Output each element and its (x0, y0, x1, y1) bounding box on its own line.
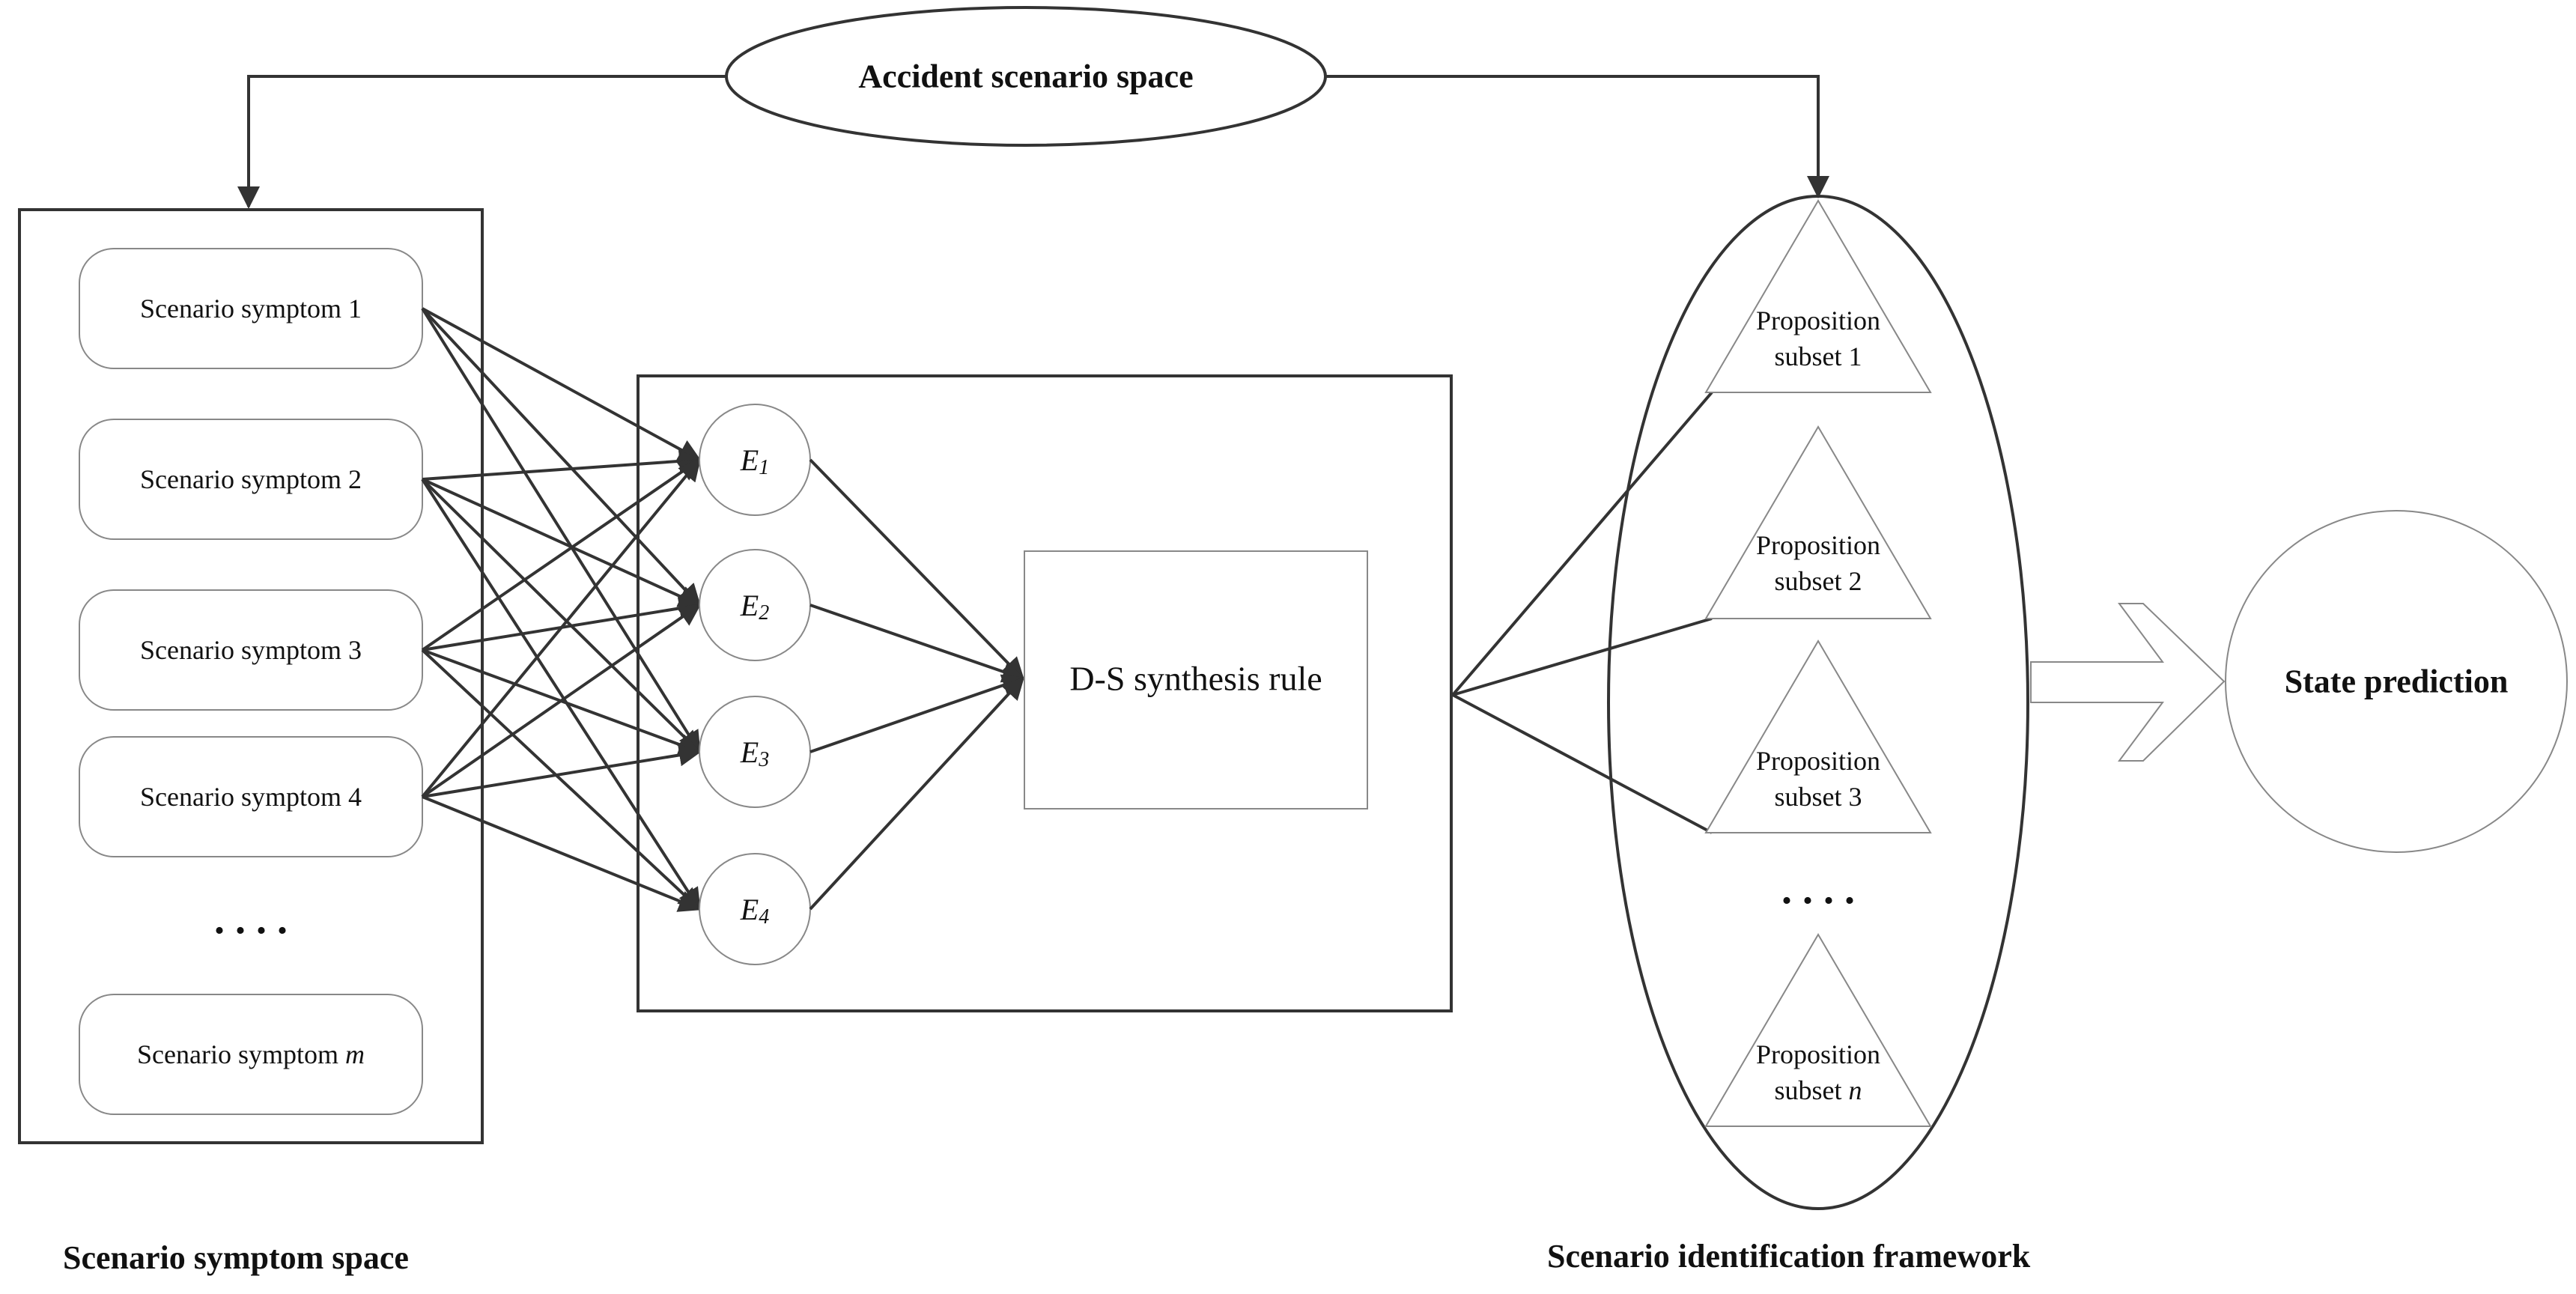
framework-ellipsis: . . . . (1781, 866, 1855, 913)
symptom-4-to-evidence-3-arrow (422, 744, 702, 798)
evidence-label-2: E (740, 589, 759, 622)
symptom-item-4: Scenario symptom 4 (79, 736, 423, 857)
box-to-subset-1-line (1451, 391, 1713, 696)
svg-text:subset 3: subset 3 (1775, 782, 1862, 812)
symptom-space-caption: Scenario symptom space (63, 1239, 409, 1276)
symptom-4-to-evidence-1-arrow (421, 458, 701, 798)
svg-text:E1: E1 (740, 443, 769, 479)
symptom-label-3: Scenario symptom 3 (140, 635, 362, 665)
box-to-subset-3-line (1452, 693, 1713, 834)
evidence-label-1: E (740, 443, 759, 477)
symptom-label-m: Scenario symptom (137, 1039, 345, 1069)
proposition-subset-3: Proposition subset 3 (1704, 640, 1932, 833)
hollow-output-arrow (2030, 603, 2226, 762)
proposition-subset-1: Proposition subset 1 (1704, 199, 1932, 393)
symptom-to-evidence-arrows (421, 307, 702, 912)
svg-text:Scenario symptom m: Scenario symptom m (137, 1039, 365, 1069)
evidence-node-4: E4 (699, 853, 811, 965)
symptom-label-1: Scenario symptom 1 (140, 294, 362, 324)
subset-1-line1: Proposition (1756, 306, 1880, 335)
symptom-3-to-evidence-1-arrow (421, 458, 702, 651)
symptom-ellipsis: . . . . (214, 896, 288, 943)
subset-n-line2: subset (1775, 1075, 1849, 1105)
subset-3-line1: Proposition (1756, 746, 1880, 776)
svg-text:Scenario symptom 4: Scenario symptom 4 (140, 782, 362, 812)
top-to-framework-arrow (1325, 75, 1829, 198)
evidence-node-3: E3 (699, 696, 811, 808)
svg-text:E3: E3 (740, 735, 769, 771)
symptom-label-2: Scenario symptom 2 (140, 464, 362, 494)
svg-text:subset n: subset n (1775, 1075, 1862, 1105)
svg-text:Scenario symptom 2: Scenario symptom 2 (140, 464, 362, 494)
symptom-item-2: Scenario symptom 2 (79, 419, 423, 540)
framework-caption: Scenario identification framework (1547, 1238, 2031, 1275)
svg-text:Scenario symptom 3: Scenario symptom 3 (140, 635, 362, 665)
accident-scenario-space-node: Accident scenario space (725, 6, 1327, 147)
subset-2-line2: subset 2 (1775, 566, 1862, 596)
proposition-subset-2: Proposition subset 2 (1704, 425, 1932, 619)
proposition-subset-n: Proposition subset n (1704, 933, 1932, 1127)
svg-text:E4: E4 (740, 893, 769, 929)
symptom-2-to-evidence-4-arrow (421, 478, 701, 911)
evidence-node-1: E1 (699, 404, 811, 516)
subset-1-line2: subset 1 (1775, 341, 1862, 371)
evidence-label-4: E (740, 893, 759, 926)
symptom-4-to-evidence-2-arrow (421, 604, 702, 798)
svg-text:subset 1: subset 1 (1775, 341, 1862, 371)
subset-n-line1: Proposition (1756, 1039, 1880, 1069)
symptom-2-to-evidence-3-arrow (421, 478, 702, 754)
evidence-4-to-ds-arrow (809, 676, 1025, 911)
symptom-space-box (18, 208, 484, 1144)
evidence-2-to-ds-arrow (809, 604, 1025, 683)
accident-scenario-space-label: Accident scenario space (858, 58, 1193, 95)
symptom-2-to-evidence-2-arrow (422, 478, 702, 607)
evidence-3-to-ds-arrow (809, 674, 1025, 753)
subset-3-line2: subset 3 (1775, 782, 1862, 812)
symptom-2-to-evidence-1-arrow (422, 449, 702, 481)
symptom-4-to-evidence-4-arrow (422, 795, 702, 912)
evidence-1-to-ds-arrow (809, 458, 1025, 681)
state-prediction-node: State prediction (2225, 510, 2568, 853)
evidence-label-3: E (740, 735, 759, 769)
symptom-1-to-evidence-1-arrow (422, 307, 702, 461)
subset-2-line1: Proposition (1756, 530, 1880, 560)
svg-text:Scenario symptom 1: Scenario symptom 1 (140, 294, 362, 324)
evidence-node-2: E2 (699, 549, 811, 661)
symptom-1-to-evidence-3-arrow (421, 307, 701, 754)
ds-synthesis-rule-label: D-S synthesis rule (1069, 660, 1322, 698)
ds-synthesis-rule-node: D-S synthesis rule (1024, 550, 1368, 809)
box-to-subset-2-line (1452, 617, 1713, 696)
svg-text:subset 2: subset 2 (1775, 566, 1862, 596)
svg-text:E2: E2 (740, 589, 769, 625)
symptom-item-1: Scenario symptom 1 (79, 248, 423, 369)
symptom-item-3: Scenario symptom 3 (79, 589, 423, 711)
symptom-1-to-evidence-2-arrow (421, 307, 702, 607)
framework-ellipse (1607, 195, 2029, 1210)
state-prediction-label: State prediction (2285, 663, 2509, 700)
symptom-item-m: Scenario symptom m (79, 994, 423, 1115)
symptom-label-4: Scenario symptom 4 (140, 782, 362, 812)
top-to-symptom-space-arrow (237, 75, 726, 209)
symptom-3-to-evidence-4-arrow (421, 648, 702, 911)
